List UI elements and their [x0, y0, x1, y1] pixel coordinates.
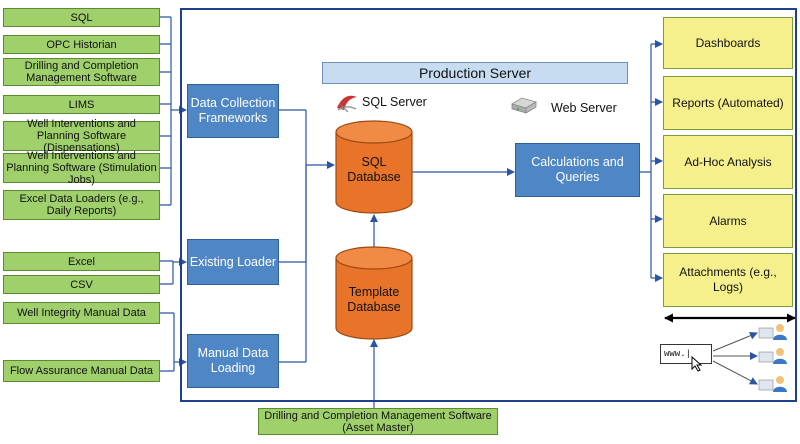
source-lims: LIMS	[3, 95, 160, 114]
source-excel-data-loaders: Excel Data Loaders (e.g., Daily Reports)	[3, 190, 160, 220]
browser-url-icon: www.|	[660, 344, 712, 364]
existing-loader: Existing Loader	[187, 239, 279, 285]
source-csv: CSV	[3, 275, 160, 294]
source-excel: Excel	[3, 252, 160, 271]
sql-database-cylinder	[335, 120, 413, 214]
user-icon-3	[758, 376, 787, 392]
source-well-interventions-dispensations: Well Interventions and Planning Software…	[3, 118, 160, 154]
source-sql: SQL	[3, 8, 160, 27]
output-ad-hoc-analysis: Ad-Hoc Analysis	[663, 135, 793, 189]
production-server-banner: Production Server	[322, 62, 628, 84]
source-drilling-completion: Drilling and Completion Management Softw…	[3, 58, 160, 86]
sql-server-icon	[337, 95, 357, 113]
data-collection-frameworks: Data Collection Frameworks	[187, 84, 279, 138]
source-flow-assurance: Flow Assurance Manual Data	[3, 360, 160, 382]
user-icon-1	[758, 324, 787, 340]
template-database-cylinder	[335, 246, 413, 340]
output-alarms: Alarms	[663, 194, 793, 248]
user-icon-2	[758, 348, 787, 364]
cursor-icon	[691, 356, 703, 372]
output-dashboards: Dashboards	[663, 17, 793, 69]
output-attachments: Attachments (e.g., Logs)	[663, 253, 793, 307]
sql-server-label: SQL Server	[362, 95, 427, 109]
source-well-interventions-stimulation: Well Interventions and Planning Software…	[3, 150, 160, 186]
source-well-integrity: Well Integrity Manual Data	[3, 302, 160, 324]
source-opc-historian: OPC Historian	[3, 35, 160, 54]
manual-data-loading: Manual Data Loading	[187, 334, 279, 388]
calculations-and-queries: Calculations and Queries	[515, 143, 640, 197]
web-server-icon	[511, 97, 537, 114]
production-server-frame	[180, 8, 797, 402]
web-server-label: Web Server	[551, 101, 617, 115]
output-reports: Reports (Automated)	[663, 76, 793, 130]
sql-database-label: SQL Database	[347, 155, 401, 184]
source-asset-master: Drilling and Completion Management Softw…	[258, 408, 498, 435]
browser-url-text: www.|	[664, 349, 692, 359]
template-database-label: Template Database	[347, 285, 401, 314]
